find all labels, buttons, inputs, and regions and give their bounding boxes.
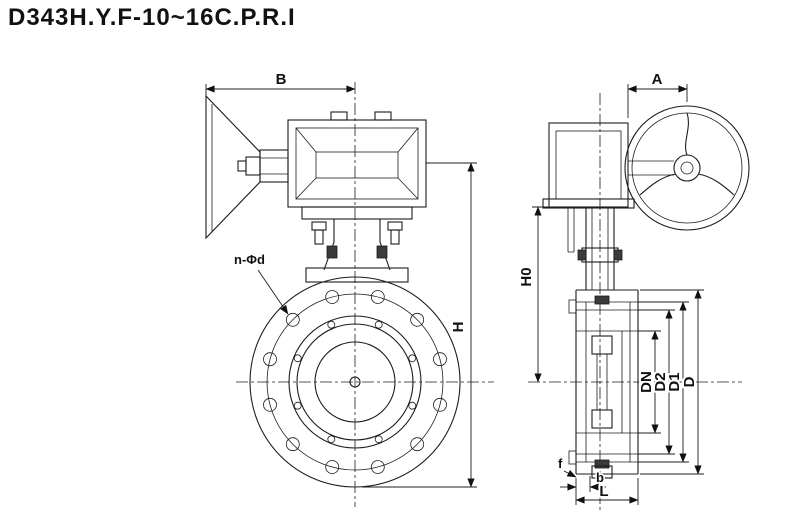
front-view: B H n-Φd — [205, 69, 494, 507]
stem-housing-side — [567, 208, 623, 290]
dim-label-H0: H0 — [518, 267, 535, 286]
flange-bolt-holes — [263, 290, 447, 474]
bolt-holes-note: n-Φd — [234, 252, 265, 267]
dim-label-D2: D2 — [652, 372, 669, 391]
dim-label-D1: D1 — [666, 372, 683, 391]
drawing-title: D343H.Y.F-10~16C.P.R.I — [8, 4, 296, 31]
dimension-A: A — [627, 69, 688, 118]
dim-label-A: A — [652, 71, 663, 88]
page-title: D343H.Y.F-10~16C.P.R.I — [8, 4, 296, 31]
dimension-B: B — [205, 69, 356, 96]
dim-label-DN: DN — [638, 371, 655, 393]
dim-label-L: L — [599, 483, 608, 500]
disc-screw-holes — [293, 320, 417, 444]
dim-label-B: B — [276, 71, 287, 88]
bolt-holes-callout: n-Φd — [233, 251, 289, 315]
valve-body-section — [568, 289, 639, 479]
dim-label-f: f — [558, 456, 563, 471]
front-view-centerlines — [236, 82, 494, 507]
dimension-b: b — [560, 469, 606, 492]
diameter-dimensions: DN D2 D1 D — [636, 289, 704, 475]
dimension-H: H — [362, 162, 477, 488]
dim-label-H: H — [450, 322, 467, 333]
dimension-L: L — [575, 478, 639, 505]
valve-flange-front — [249, 276, 461, 488]
gearbox-front-view — [287, 111, 427, 220]
dim-label-D: D — [681, 376, 698, 387]
side-view-centerlines — [528, 93, 742, 510]
dimension-H0: H0 — [516, 206, 549, 383]
side-view: A H0 DN D2 D1 D f b — [516, 69, 750, 510]
dim-label-b: b — [596, 470, 604, 485]
valve-neck-front — [305, 219, 409, 283]
dimension-f: f — [557, 455, 577, 478]
gearbox-side-view — [542, 122, 674, 209]
handwheel-front-view — [624, 105, 750, 231]
